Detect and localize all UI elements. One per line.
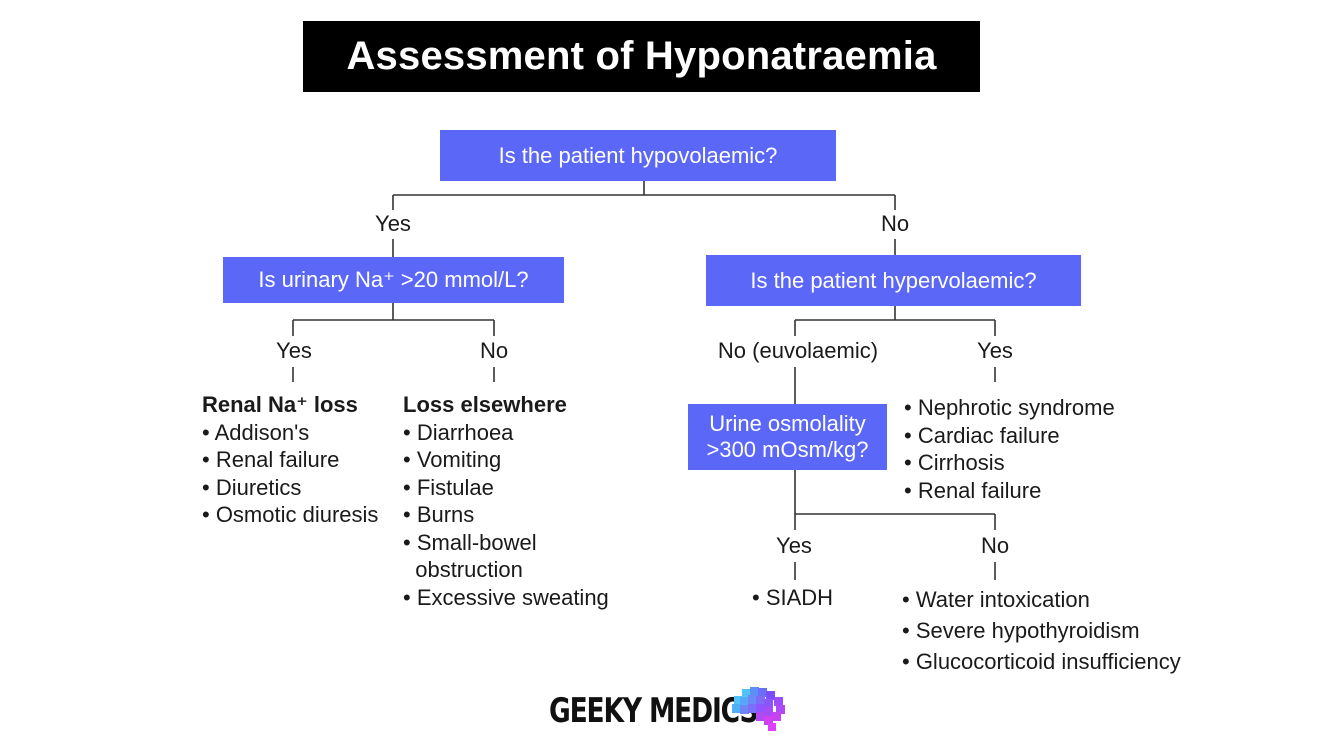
list-item: • Addison's [202,419,310,445]
list-item: • Diuretics [202,474,302,500]
list-item: • Diarrhoea [403,419,514,445]
label-na-yes: Yes [276,338,312,363]
osmolality-line-1: Urine osmolality [709,411,866,436]
label-root-no: No [880,211,910,236]
loss-elsewhere-list: Loss elsewhere • Diarrhoea • Vomiting • … [403,391,609,611]
list-item: • Osmotic diuresis [202,502,379,527]
question-hypervolaemic: Is the patient hypervolaemic? [706,255,1081,306]
siadh-item: • SIADH [752,585,834,610]
label-na-no: No [479,338,509,363]
list-item: • Cirrhosis [904,450,1005,475]
question-hypovolaemic: Is the patient hypovolaemic? [440,130,836,181]
list-item: • Glucocorticoid insufficiency [902,649,1181,674]
loss-elsewhere-heading: Loss elsewhere [403,392,567,417]
logo-text: GEEKY MEDICS [549,691,759,731]
list-item: • Water intoxication [902,587,1090,612]
list-item: • Renal failure [904,477,1042,503]
osmolality-line-2: >300 mOsm/kg? [706,437,869,462]
list-item: obstruction [403,557,523,582]
list-item: • Cardiac failure [904,422,1060,448]
list-item: • Nephrotic syndrome [904,395,1115,420]
label-hyper-no: No (euvolaemic) [717,338,879,363]
question-urinary-na: Is urinary Na⁺ >20 mmol/L? [223,257,564,303]
logo: GEEKY MEDICS [549,690,816,732]
brain-icon [732,687,785,731]
list-item: • Fistulae [403,474,494,500]
hypervolaemic-causes-list: • Nephrotic syndrome • Cardiac failure •… [904,394,1115,504]
list-item: • Excessive sweating [403,584,609,610]
label-hyper-yes: Yes [977,338,1013,363]
list-item: • Vomiting [403,447,502,472]
label-osm-yes: Yes [776,533,812,558]
osm-no-causes-list: • Water intoxication • Severe hypothyroi… [902,584,1181,677]
list-item: • Renal failure [202,447,340,472]
page-title: Assessment of Hyponatraemia [303,21,980,92]
label-root-yes: Yes [375,211,411,236]
label-osm-no: No [980,533,1010,558]
renal-loss-list: Renal Na⁺ loss • Addison's • Renal failu… [202,391,378,529]
question-osmolality: Urine osmolality >300 mOsm/kg? [688,404,887,470]
list-item: • Small-bowel [403,529,537,555]
list-item: • Burns [403,502,475,527]
list-item: • Severe hypothyroidism [902,618,1140,643]
renal-loss-heading: Renal Na⁺ loss [202,392,358,417]
